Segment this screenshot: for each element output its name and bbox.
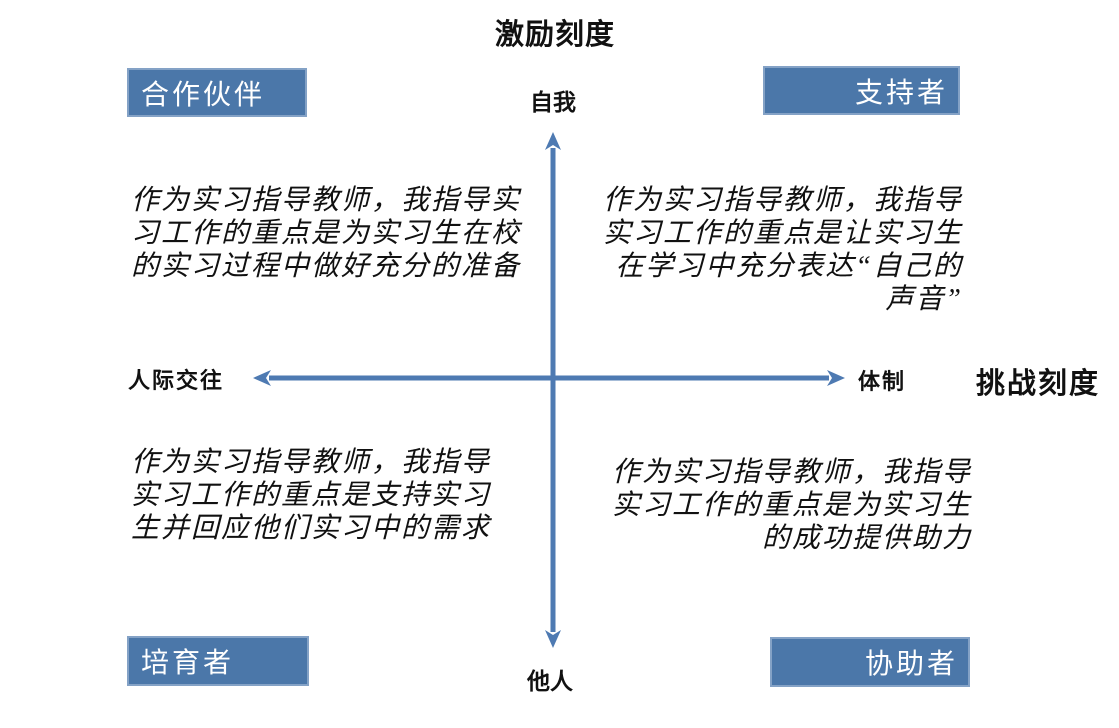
quadrant-badge-nurturer: 培育者 — [127, 636, 309, 686]
axis-label-self: 自我 — [530, 90, 576, 115]
quadrant-text-top-left: 作为实习指导教师，我指导实 习工作的重点是为实习生在校 的实习过程中做好充分的准… — [131, 185, 522, 282]
axis-label-others: 他人 — [527, 669, 573, 694]
horizontal-axis-title: 挑战刻度 — [976, 368, 1101, 400]
quadrant-badge-assistant: 协助者 — [770, 637, 970, 687]
diagram-title: 激励刻度 — [494, 19, 615, 51]
axis-label-system: 体制 — [858, 369, 907, 394]
quadrant-text-top-right: 作为实习指导教师，我指导 实习工作的重点是让实习生 在学习中充分表达“自己的 声… — [602, 185, 963, 315]
quadrant-text-bottom-left: 作为实习指导教师，我指导 实习工作的重点是支持实习 生并回应他们实习中的需求 — [131, 447, 492, 544]
quadrant-badge-partner: 合作伙伴 — [127, 68, 307, 117]
quadrant-badge-supporter: 支持者 — [763, 66, 960, 115]
quadrant-text-bottom-right: 作为实习指导教师，我指导 实习工作的重点是为实习生 的成功提供助力 — [611, 457, 972, 554]
axis-label-interpersonal: 人际交往 — [128, 368, 225, 393]
